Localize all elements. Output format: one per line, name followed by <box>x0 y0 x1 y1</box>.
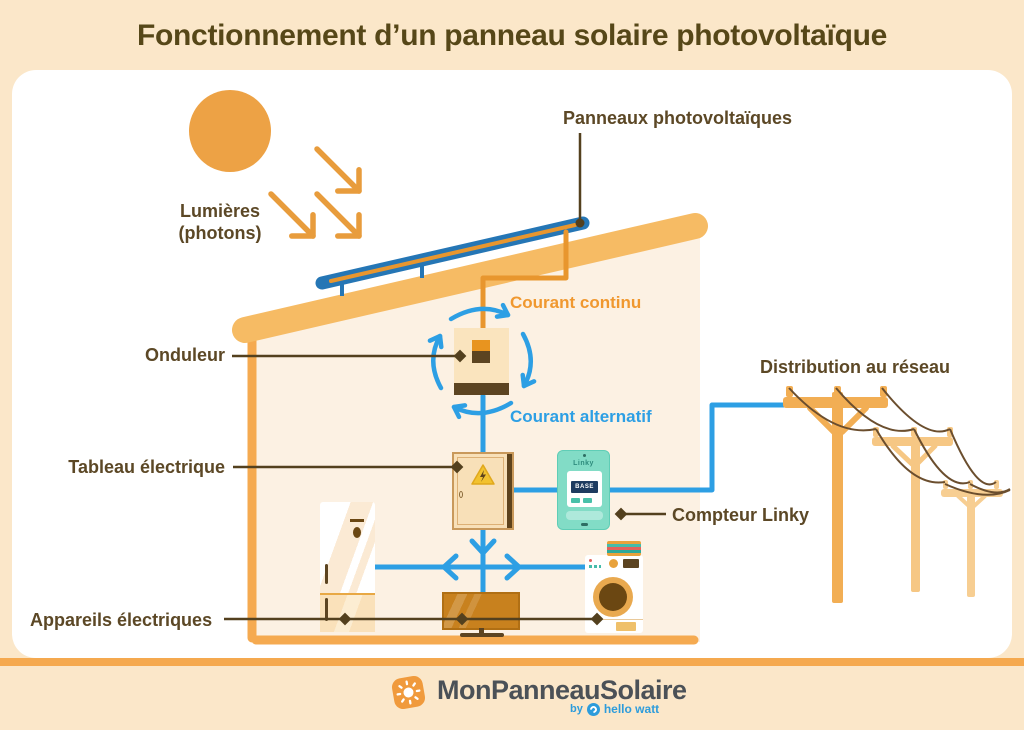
ac-lines <box>372 393 789 595</box>
footer: MonPanneauSolaire by hello watt <box>0 666 1024 730</box>
washer-drawer <box>616 622 636 631</box>
fridge-handle-lower <box>325 598 328 621</box>
label-inverter: Onduleur <box>145 345 225 365</box>
tv-stand-base <box>460 633 504 637</box>
meter-brand: Linky <box>573 460 594 467</box>
byline-prefix: by <box>570 703 583 715</box>
washer-indicator-leds <box>589 565 601 568</box>
fridge-handle-top <box>350 519 364 522</box>
fridge <box>320 502 375 632</box>
brand-sun-icon <box>390 674 427 711</box>
electrical-panel-side <box>507 454 512 528</box>
inverter-base <box>454 383 509 395</box>
solar-panel <box>315 216 590 296</box>
electrical-panel-handle <box>459 491 463 498</box>
page-title: Fonctionnement d’un panneau solaire phot… <box>136 19 888 52</box>
hellowatt-logo-icon <box>586 702 600 716</box>
connector-panels-dot <box>575 218 585 228</box>
washer-power-led <box>589 559 592 562</box>
byline: by hello watt <box>570 702 659 716</box>
photon-arrows-icon <box>268 146 362 239</box>
washing-machine <box>585 541 643 633</box>
dc-wire <box>480 229 569 335</box>
byline-brand: hello watt <box>603 702 660 716</box>
tv-stand-post <box>479 628 484 634</box>
label-dc-current: Courant continu <box>510 293 642 312</box>
grid-feed-line <box>511 402 789 493</box>
warning-triangle-icon <box>471 464 495 485</box>
washer-knob <box>609 559 618 568</box>
meter-led <box>583 454 586 457</box>
linky-meter: Linky BASE <box>557 450 610 530</box>
label-appliances: Appareils électriques <box>30 610 213 630</box>
inverter-box <box>454 328 509 395</box>
washer-door <box>593 577 633 617</box>
label-light: Lumières (photons) <box>145 200 295 244</box>
fridge-knob <box>353 527 361 538</box>
brand-text: MonPanneauSolaire <box>437 675 687 705</box>
meter-lower-panel <box>566 511 603 520</box>
sun-icon <box>189 90 271 172</box>
footer-divider <box>0 658 1024 666</box>
washer-display <box>623 559 639 568</box>
towels <box>607 541 641 556</box>
label-light-line2: (photons) <box>178 223 262 243</box>
label-light-line1: Lumières <box>179 201 261 221</box>
rotation-arrows-icon <box>427 302 537 420</box>
fridge-freezer-drawer <box>320 593 375 632</box>
fridge-handle-upper <box>325 564 328 584</box>
washer-base-line <box>585 619 643 620</box>
washer-door-glass <box>599 583 627 611</box>
utility-pole-1 <box>783 386 888 603</box>
label-meter: Compteur Linky <box>672 505 810 525</box>
roof <box>232 213 708 343</box>
utility-pole-2 <box>872 427 953 592</box>
label-panels: Panneaux photovoltaïques <box>562 108 793 128</box>
meter-button-plus <box>571 498 580 503</box>
meter-display: BASE <box>571 481 598 493</box>
meter-screen: BASE <box>567 471 602 507</box>
meter-button-minus <box>583 498 592 503</box>
inverter-switch <box>472 340 490 363</box>
tv <box>442 592 520 637</box>
electrical-panel-box <box>452 452 514 530</box>
electrical-panel-door <box>457 457 504 525</box>
power-lines <box>788 387 1011 496</box>
label-ac-current: Courant alternatif <box>510 407 652 426</box>
label-electrical-panel: Tableau électrique <box>68 457 225 477</box>
meter-terminal <box>581 523 588 526</box>
label-grid: Distribution au réseau <box>759 357 951 377</box>
